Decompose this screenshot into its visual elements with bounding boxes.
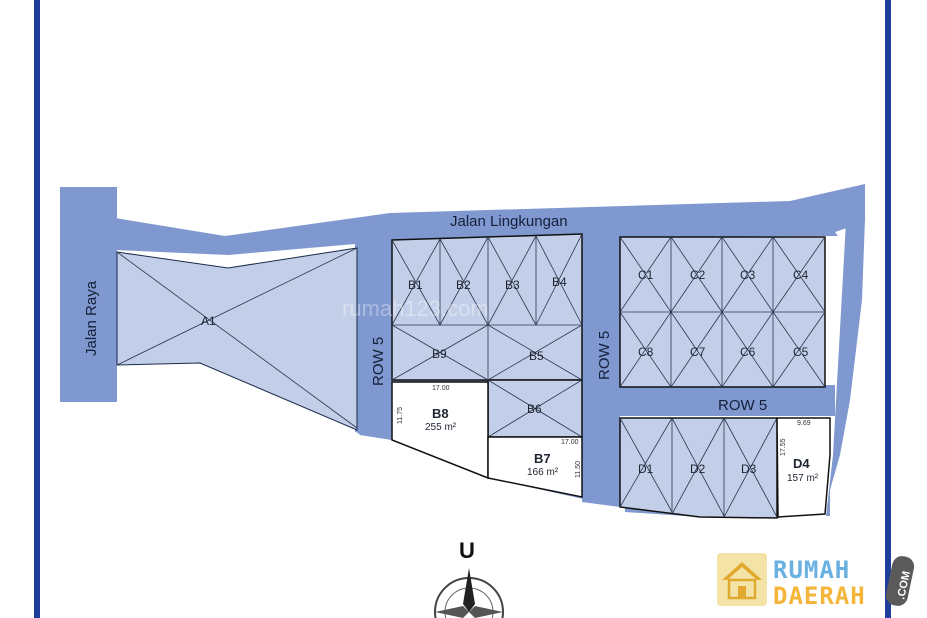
right-edge-road [826, 218, 865, 516]
plot-c2-label: C2 [690, 268, 706, 282]
row-middle-label: ROW 5 [596, 331, 613, 380]
plot-d4-width: 9.69 [797, 420, 811, 427]
logo-suffix: .COM [895, 570, 913, 601]
left-frame-border [34, 0, 40, 618]
compass-north-arrow-icon [463, 568, 475, 612]
plot-b1-label: B1 [408, 278, 423, 292]
logo-house-roof-icon [722, 562, 762, 580]
plot-c5-label: C5 [793, 345, 809, 359]
plot-a1-shape [116, 247, 358, 431]
plot-d4-label: D4 [793, 456, 810, 471]
block-b-gridlines [391, 233, 583, 438]
plot-a1-diagonal [116, 251, 358, 429]
plot-b2-label: B2 [456, 278, 471, 292]
block-b [391, 233, 583, 498]
jalan-lingkungan-road [115, 184, 865, 255]
logo-dotcom-badge-icon [885, 556, 915, 606]
plot-d3-label: D3 [741, 462, 757, 476]
plot-c1-label: C1 [638, 268, 654, 282]
block-c-gridlines [619, 236, 826, 388]
plot-b8-label: B8 [432, 406, 449, 421]
watermark-text: rumah123.com [342, 296, 489, 321]
jalan-raya-road [60, 187, 117, 402]
right-frame-border [885, 0, 891, 618]
block-d [619, 417, 831, 519]
row-left-label: ROW 5 [370, 337, 387, 386]
bottom-row-road [620, 385, 835, 416]
plot-b5-label: B5 [529, 349, 544, 363]
logo-line1: RUMAH [773, 556, 850, 584]
plot-a1[interactable] [116, 247, 358, 431]
plot-b8-width: 17.00 [432, 385, 450, 392]
logo-line2: DAERAH [773, 582, 866, 610]
compass-east-arrow-icon [469, 606, 503, 618]
block-d-gridlines [619, 417, 778, 518]
plot-d4-area: 157 m² [787, 473, 819, 484]
rumah-daerah-logo: RUMAH DAERAH .COM [717, 553, 915, 610]
plot-b7-shape[interactable] [487, 436, 583, 498]
plot-b4-label: B4 [552, 275, 567, 289]
plot-b7-label: B7 [534, 451, 551, 466]
plot-a1-diagonal [116, 247, 358, 366]
plot-c6-label: C6 [740, 345, 756, 359]
plot-b8-depth: 11.75 [397, 407, 404, 424]
compass: U [434, 538, 504, 618]
compass-north-label: U [459, 538, 475, 563]
plot-a1-label: A1 [201, 314, 216, 328]
plot-d4-depth: 17.55 [780, 438, 787, 456]
left-row-road [355, 238, 395, 440]
plot-b6-label: B6 [527, 402, 542, 416]
block-c [619, 236, 826, 388]
plot-c7-label: C7 [690, 345, 706, 359]
plot-c3-label: C3 [740, 268, 756, 282]
plot-b9-label: B9 [432, 347, 447, 361]
plot-c4-label: C4 [793, 268, 809, 282]
plot-d2-label: D2 [690, 462, 706, 476]
jalan-lingkungan-label: Jalan Lingkungan [450, 213, 568, 230]
jalan-raya-label: Jalan Raya [83, 280, 100, 356]
middle-row-road [582, 236, 620, 507]
plot-b7-depth: 11.50 [575, 461, 582, 478]
plot-b8-area: 255 m² [425, 422, 457, 433]
plot-c8-label: C8 [638, 345, 654, 359]
plot-b7-area: 166 m² [527, 467, 559, 478]
compass-west-arrow-icon [435, 606, 469, 618]
logo-house-door-icon [738, 586, 746, 598]
plot-b7-width: 17.00 [561, 439, 579, 446]
plot-d1-label: D1 [638, 462, 654, 476]
plot-b3-label: B3 [505, 278, 520, 292]
row-bottom-label: ROW 5 [718, 397, 767, 414]
plot-d4-shape[interactable] [776, 417, 831, 518]
